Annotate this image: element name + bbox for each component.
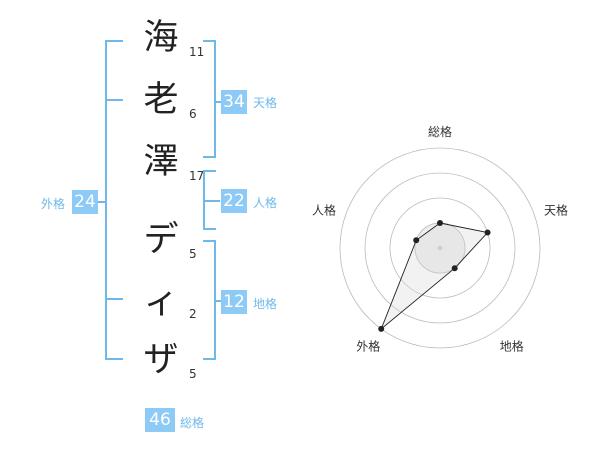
chikaku-value-badge: 12 [221, 290, 247, 314]
radar-ring-3 [364, 172, 516, 324]
name-char-3: 澤 [143, 142, 179, 182]
gaikaku-label: 外格 [41, 197, 66, 211]
radar-axis-label-4: 外格 [356, 339, 380, 354]
tenkaku-value-badge: 34 [221, 90, 247, 114]
name-char-1: 海 [143, 18, 179, 58]
stroke-count-5: 2 [189, 307, 197, 321]
radar-point-1 [437, 220, 443, 226]
gaikaku-value-badge: 24 [72, 190, 98, 214]
tenkaku-label: 天格 [253, 96, 278, 110]
radar-data-polygon [380, 222, 489, 330]
radar-ring-4 [339, 147, 541, 349]
radar-axis-label-5: 人格 [312, 202, 336, 217]
stroke-count-4: 5 [189, 247, 197, 261]
chikaku-label: 地格 [253, 297, 278, 311]
radar-point-3 [451, 265, 458, 272]
radar-axis-label-2: 天格 [544, 202, 568, 217]
jinkaku-value-badge: 22 [221, 189, 247, 213]
stroke-count-1: 11 [189, 45, 205, 59]
name-char-6: ザ [143, 340, 179, 380]
radar-point-2 [484, 229, 491, 236]
stroke-count-2: 6 [189, 107, 197, 121]
radar-point-4 [378, 325, 385, 332]
radar-center-dot [437, 245, 443, 251]
stroke-count-3: 17 [189, 169, 205, 183]
radar-axis-label-1: 総格 [428, 124, 452, 139]
radar-axis-label-3: 地格 [500, 339, 524, 354]
name-char-2: 老 [143, 80, 179, 120]
name-char-4: デ [143, 220, 179, 260]
radar-ring-2 [389, 197, 491, 299]
radar-point-5 [413, 237, 420, 244]
soukaku-value-badge: 46 [145, 408, 175, 432]
jinkaku-label: 人格 [253, 196, 278, 210]
soukaku-label: 総格 [180, 416, 205, 430]
stroke-count-6: 5 [189, 367, 197, 381]
name-char-5: ィ [143, 282, 179, 322]
